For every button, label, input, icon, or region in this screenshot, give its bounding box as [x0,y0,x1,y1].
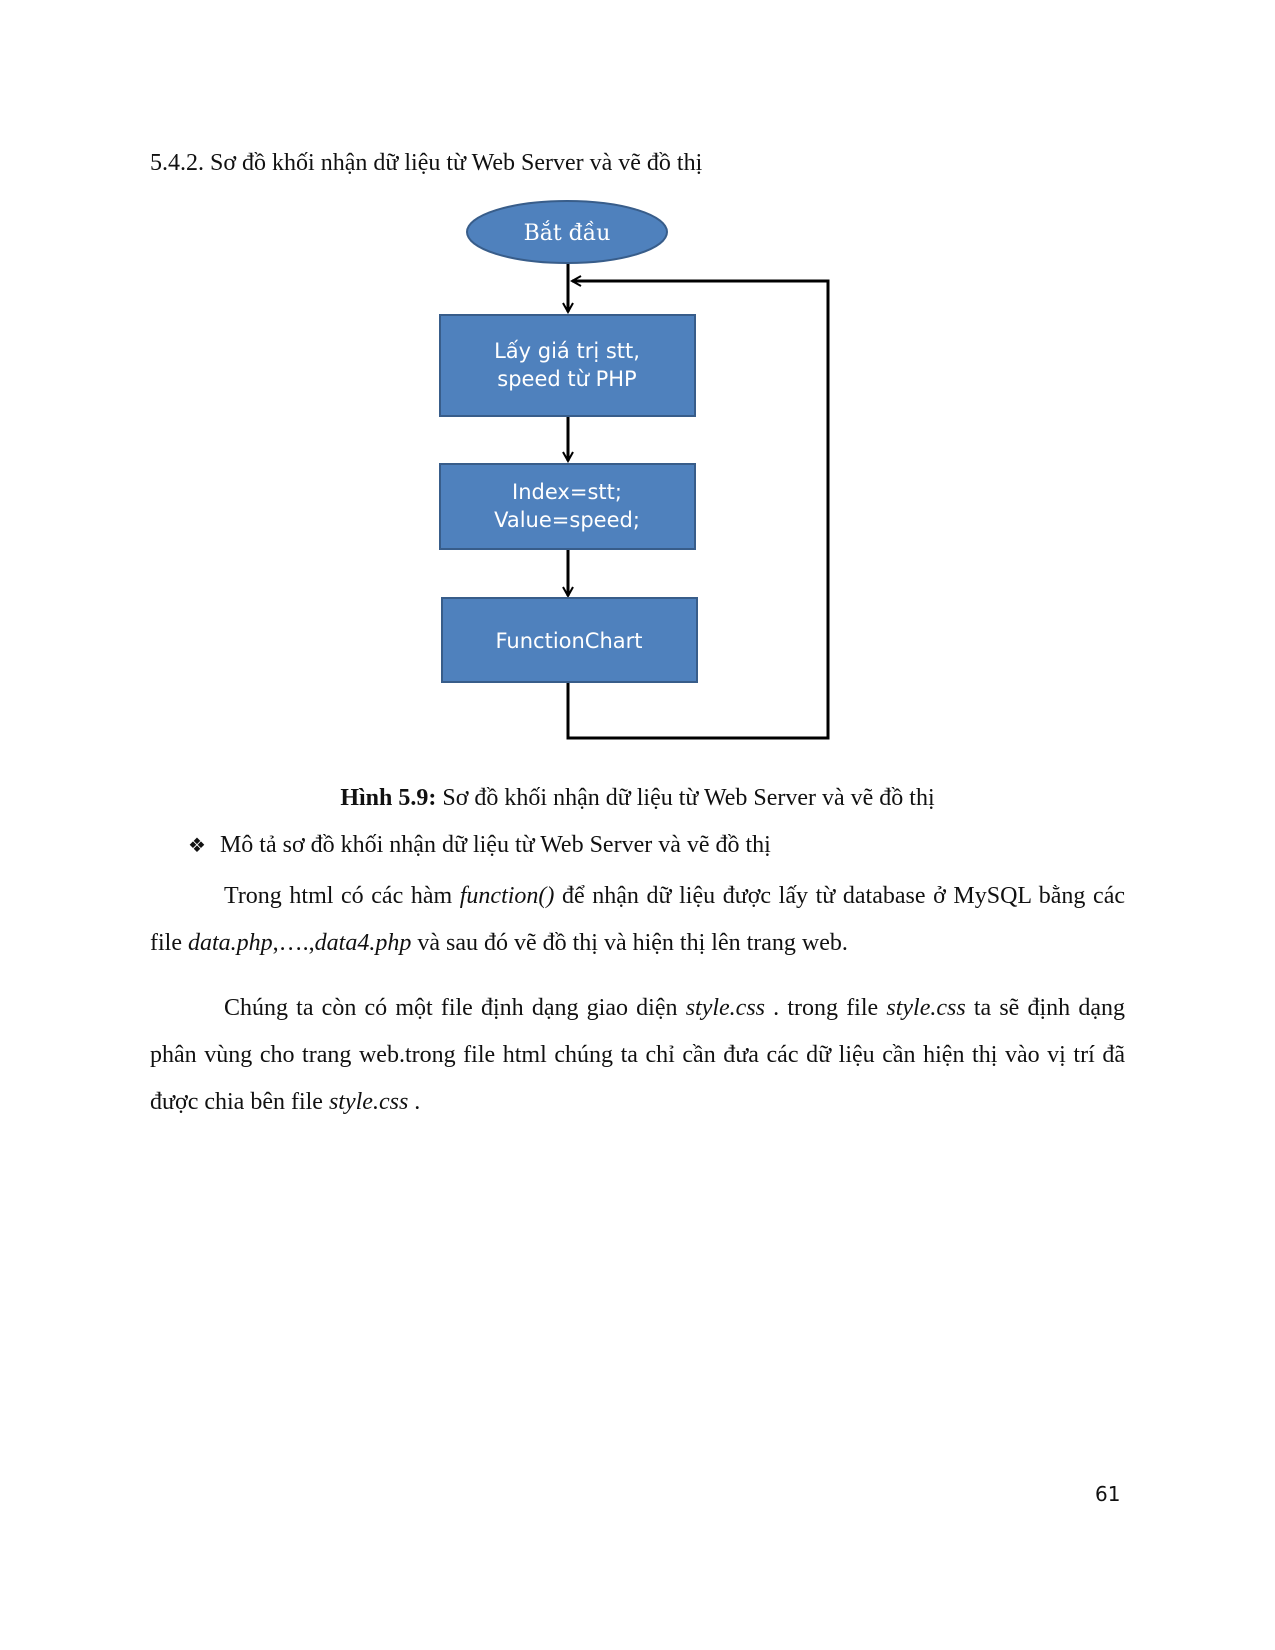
step-assign-node [439,463,696,550]
step-assign-label-line2: Value=speed; [494,508,640,532]
section-heading: 5.4.2. Sơ đồ khối nhận dữ liệu từ Web Se… [150,150,703,176]
paragraph-1-text: Trong html có các hàm [224,883,460,909]
start-node-label: Bắt đầu [524,220,611,246]
figure-caption-label: Hình 5.9: [340,785,437,811]
bullet-item-text: Mô tả sơ đồ khối nhận dữ liệu từ Web Ser… [219,832,771,858]
paragraph-1-italic-data-php: data.php [187,930,273,956]
paragraph-1-text: để nhận dữ liệu được lấy từ database ở M… [150,883,1125,956]
flowchart: Bắt đầu Lấy giá trị stt, speed từ PHP In… [439,200,830,740]
paragraph-1-italic-data4-php: data4.php [314,930,412,956]
bullet-item: ❖ Mô tả sơ đồ khối nhận dữ liệu từ Web Se… [188,832,771,859]
paragraph-2-italic-style-css: style.css [685,995,765,1021]
paragraph-2-italic-style-css: style.css [886,995,966,1021]
paragraph-2-text: . trong file [765,995,887,1021]
figure-caption-text: Sơ đồ khối nhận dữ liệu từ Web Server và… [436,785,935,811]
step-function-chart-node [441,597,698,683]
step-get-values-label-line1: Lấy giá trị stt, [494,339,640,363]
paragraph-2-italic-style-css: style.css [328,1089,409,1115]
paragraph-1-italic-function: function() [459,883,555,909]
figure-caption: Hình 5.9: Sơ đồ khối nhận dữ liệu từ Web… [0,785,1275,812]
step-get-values-node [439,314,696,417]
step-get-values-label-line2: speed từ PHP [497,367,636,391]
start-node [466,200,668,264]
paragraph-1-text: ,…., [272,930,315,956]
page-number: 61 [1095,1482,1121,1506]
paragraph-2-text: . [408,1089,421,1115]
step-assign-label-line1: Index=stt; [512,480,622,504]
paragraph-1: Trong html có các hàm function() để nhận… [150,873,1125,967]
step-function-chart-label: FunctionChart [495,629,642,653]
loop-back-connector [566,281,830,740]
paragraph-2: Chúng ta còn có một file định dạng giao … [150,985,1125,1126]
paragraph-2-text: ta sẽ định dạng phân vùng cho trang web.… [150,995,1126,1115]
paragraph-2-text: Chúng ta còn có một file định dạng giao … [224,995,686,1021]
diamond-bullet-icon: ❖ [188,835,206,857]
paragraph-1-text: và sau đó vẽ đồ thị và hiện thị lên tran… [411,930,848,956]
